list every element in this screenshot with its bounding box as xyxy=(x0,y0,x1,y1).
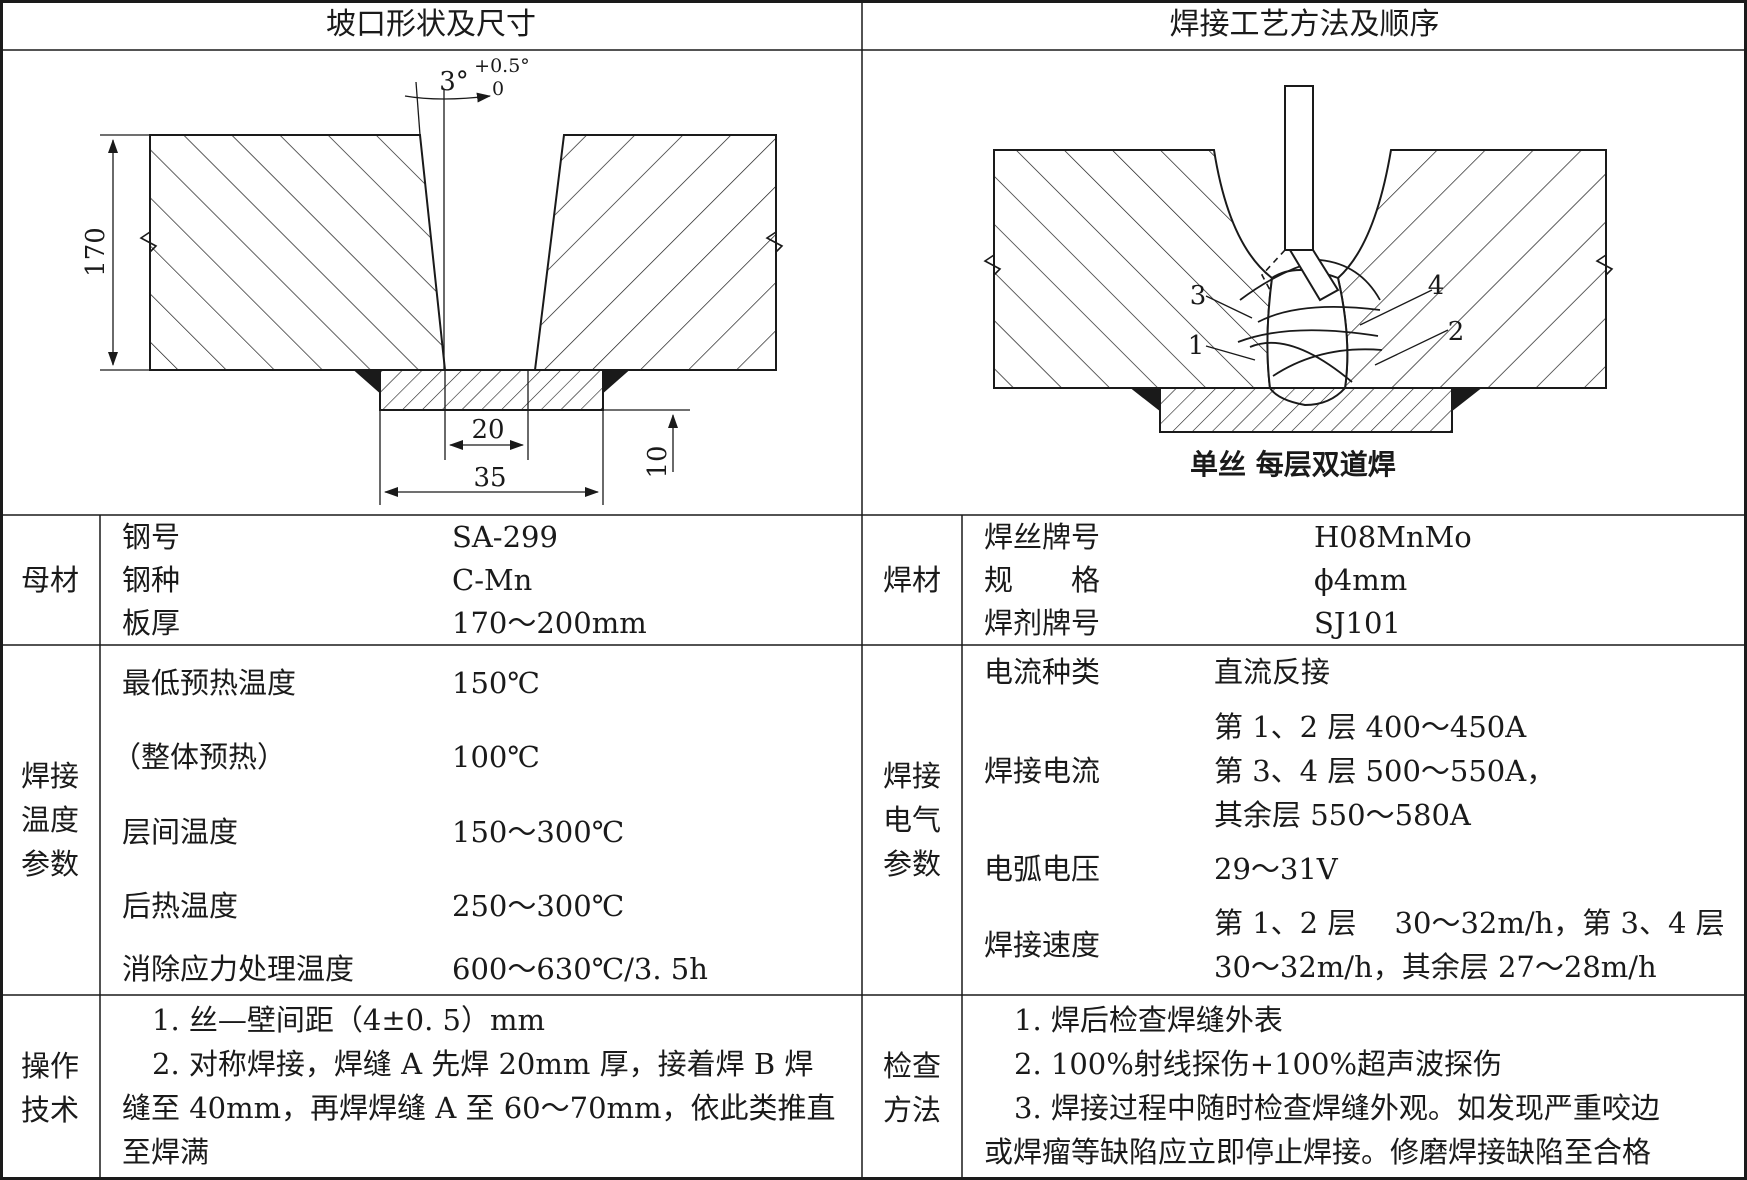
dim-backing-width-label: 35 xyxy=(473,463,506,493)
base-metal-label-thickness: 板厚 xyxy=(122,606,181,640)
torch-icon xyxy=(1284,85,1314,251)
weld-right-plate xyxy=(1336,149,1607,389)
dim-backing-thickness-label: 10 xyxy=(643,445,673,478)
header-groove-shape: 坡口形状及尺寸 xyxy=(326,7,536,42)
filler-label-wire: 焊丝牌号 xyxy=(984,520,1101,554)
technique-text: 1. 丝—壁间距（4±0. 5）mm 2. 对称焊接，焊缝 A 先焊 20mm … xyxy=(122,998,852,1174)
temp-value-postheat: 250～300℃ xyxy=(452,889,625,923)
groove-drawing xyxy=(100,81,784,505)
filler-value-wire: H08MnMo xyxy=(1314,520,1472,554)
base-metal-value-grade: SA-299 xyxy=(452,520,558,554)
inspection-text: 1. 焊后检查焊缝外表 2. 100%射线探伤+100%超声波探伤 3. 焊接过… xyxy=(984,998,1740,1174)
right-plate xyxy=(533,134,777,371)
pass-label-2: 2 xyxy=(1448,317,1465,347)
section-technique: 操作 技术 xyxy=(0,1044,100,1132)
section-electrical-line-2: 电气 xyxy=(882,803,941,837)
weld-fillet-right xyxy=(1451,387,1483,413)
section-inspection-line-1: 检查 xyxy=(882,1049,941,1083)
section-base-metal: 母材 xyxy=(20,563,79,597)
filler-label-spec: 规 格 xyxy=(984,563,1101,597)
temp-label-min-preheat: 最低预热温度 xyxy=(122,666,297,700)
elec-value-current-3: 其余层 550～580A xyxy=(1214,798,1471,832)
elec-value-voltage: 29～31V xyxy=(1214,852,1338,886)
technique-line-1: 1. 丝—壁间距（4±0. 5）mm xyxy=(152,1003,545,1037)
elec-value-current-1: 第 1、2 层 400～450A xyxy=(1214,710,1527,744)
pass-label-1: 1 xyxy=(1188,331,1205,361)
dim-angle-main: 3° xyxy=(439,67,469,97)
section-temperature-line-1: 焊接 xyxy=(20,759,79,793)
section-inspection-line-2: 方法 xyxy=(882,1093,941,1127)
inspection-line-1: 1. 焊后检查焊缝外表 xyxy=(1014,1003,1283,1037)
electrode-tip-icon xyxy=(1288,249,1340,302)
fillet-left xyxy=(352,369,381,395)
weld-caption: 单丝 每层双道焊 xyxy=(1190,448,1396,481)
weld-drawing xyxy=(983,85,1614,433)
section-temperature: 焊接 温度 参数 xyxy=(0,754,100,886)
base-metal-label-grade: 钢号 xyxy=(122,520,181,554)
weld-fillet-left xyxy=(1129,387,1161,413)
dim-gap-label: 20 xyxy=(471,415,504,445)
elec-value-current-2: 第 3、4 层 500～550A， xyxy=(1214,754,1556,788)
base-metal-value-thickness: 170～200mm xyxy=(452,606,647,640)
elec-label-voltage: 电弧电压 xyxy=(984,852,1101,886)
section-temperature-line-3: 参数 xyxy=(20,847,79,881)
filler-value-spec: ϕ4mm xyxy=(1314,563,1408,597)
dim-angle-lower: 0 xyxy=(492,78,504,100)
header-welding-process: 焊接工艺方法及顺序 xyxy=(1169,7,1440,42)
section-electrical: 焊接 电气 参数 xyxy=(862,754,962,886)
fillet-right xyxy=(602,369,631,395)
section-electrical-line-1: 焊接 xyxy=(882,759,941,793)
left-plate xyxy=(149,134,447,371)
dim-angle-upper: +0.5° xyxy=(474,55,530,77)
weld-pass-labels: 1 2 3 4 xyxy=(1188,271,1465,361)
technique-line-2: 2. 对称焊接，焊缝 A 先焊 20mm 厚，接着焊 B 焊 xyxy=(152,1047,814,1081)
technique-line-3: 缝至 40mm，再焊焊缝 A 至 60～70mm，依此类推直 xyxy=(122,1091,836,1125)
elec-label-speed: 焊接速度 xyxy=(984,928,1101,962)
inspection-line-4: 或焊瘤等缺陷应立即停止焊接。修磨焊接缺陷至合格 xyxy=(984,1135,1652,1169)
elec-value-speed-1: 第 1、2 层 30～32m/h，第 3、4 层 xyxy=(1214,906,1725,940)
pass-label-4: 4 xyxy=(1428,271,1445,301)
inspection-line-2: 2. 100%射线探伤+100%超声波探伤 xyxy=(1014,1047,1503,1081)
section-temperature-line-2: 温度 xyxy=(20,803,79,837)
temp-value-stress-relief: 600～630℃/3. 5h xyxy=(452,952,708,986)
elec-label-current: 焊接电流 xyxy=(984,754,1101,788)
temp-value-overall-preheat: 100℃ xyxy=(452,740,540,774)
elec-value-speed-2: 30～32m/h，其余层 27～28m/h xyxy=(1214,950,1657,984)
base-metal-label-type: 钢种 xyxy=(122,563,181,597)
temp-label-stress-relief: 消除应力处理温度 xyxy=(122,952,355,986)
backing-strip xyxy=(379,369,604,411)
groove-dimension-labels: 170 3° +0.5° 0 20 35 10 xyxy=(81,55,673,493)
filler-label-flux: 焊剂牌号 xyxy=(984,606,1101,640)
technique-line-4: 至焊满 xyxy=(122,1135,210,1169)
section-technique-line-1: 操作 xyxy=(20,1049,79,1083)
section-technique-line-2: 技术 xyxy=(20,1093,79,1127)
temp-label-overall-preheat: （整体预热） xyxy=(112,740,287,774)
filler-value-flux: SJ101 xyxy=(1314,606,1401,640)
section-inspection: 检查 方法 xyxy=(862,1044,962,1132)
temp-label-postheat: 后热温度 xyxy=(122,889,239,923)
inspection-line-3: 3. 焊接过程中随时检查焊缝外观。如发现严重咬边 xyxy=(1014,1091,1660,1125)
elec-value-current-type: 直流反接 xyxy=(1214,655,1331,689)
base-metal-value-type: C-Mn xyxy=(452,563,533,597)
temp-value-interpass: 150～300℃ xyxy=(452,815,625,849)
dim-thickness-label: 170 xyxy=(81,227,111,277)
elec-label-current-type: 电流种类 xyxy=(984,655,1101,689)
section-filler: 焊材 xyxy=(882,563,941,597)
section-electrical-line-3: 参数 xyxy=(882,847,941,881)
pass-label-3: 3 xyxy=(1190,281,1207,311)
temp-value-min-preheat: 150℃ xyxy=(452,666,540,700)
temp-label-interpass: 层间温度 xyxy=(122,815,239,849)
weld-backing-strip xyxy=(1159,387,1453,433)
